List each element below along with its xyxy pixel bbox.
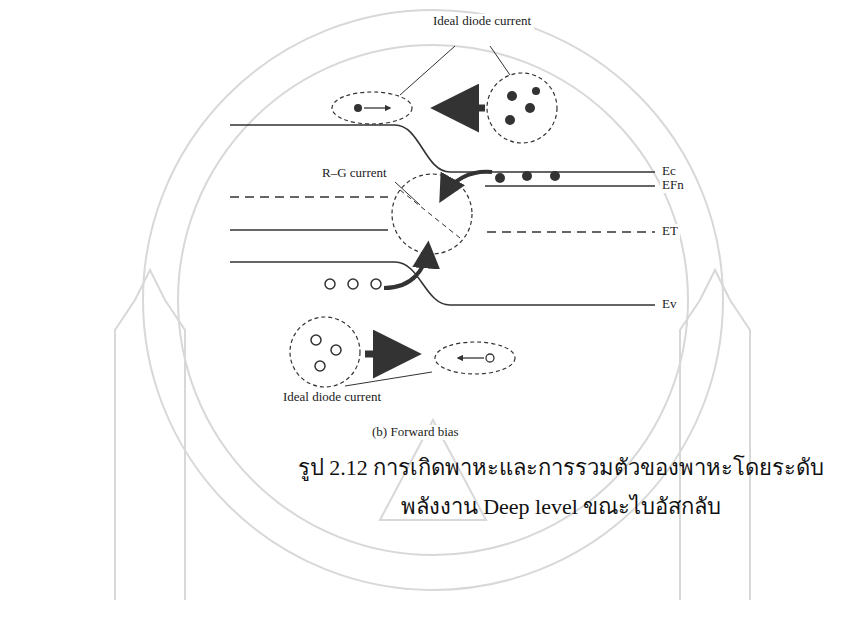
sub-caption: (b) Forward bias	[370, 425, 461, 440]
level-label: ET	[660, 224, 680, 239]
flow-arrow	[365, 351, 412, 358]
callout-label: Ideal diode current	[280, 390, 384, 405]
band-edges	[230, 125, 655, 305]
capture-arrow	[442, 172, 492, 198]
callout-label: R–G current	[320, 166, 389, 181]
callout-label: Ideal diode current	[430, 14, 534, 29]
trap-level	[400, 190, 460, 238]
level-label: Ec	[660, 164, 678, 179]
figure-caption: รูป 2.12 การเกิดพาหะและการรวมตัวของพาหะโ…	[262, 448, 860, 526]
holes	[325, 279, 381, 289]
level-label: Ev	[660, 297, 678, 312]
diffusion-ellipse	[332, 92, 412, 124]
level-label: EFn	[660, 178, 686, 193]
leader-line	[395, 182, 420, 205]
electrons	[495, 171, 560, 183]
flow-arrow	[440, 105, 485, 112]
hole-group	[290, 317, 360, 387]
electron-group	[487, 73, 557, 143]
diffusion-ellipse	[435, 342, 515, 374]
rg-center	[392, 174, 472, 254]
capture-arrow	[384, 246, 428, 288]
